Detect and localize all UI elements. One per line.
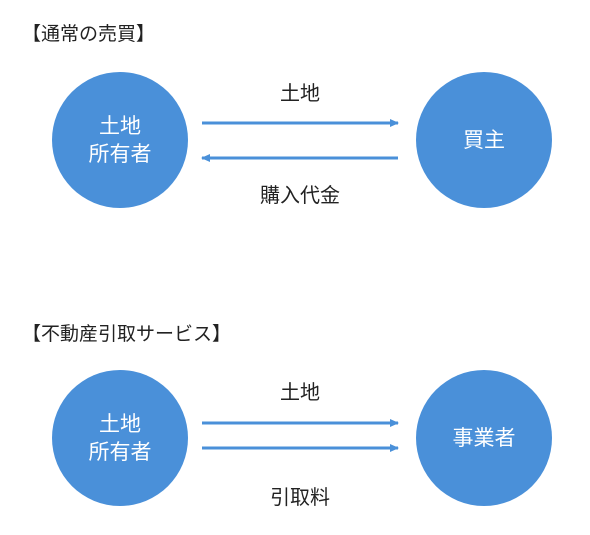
normal-sale-owner-node: 土地 所有者 xyxy=(52,72,188,208)
owner-label-line1: 土地 xyxy=(99,114,141,138)
operator-label: 事業者 xyxy=(452,426,516,450)
owner-label-line1: 土地 xyxy=(99,412,141,436)
normal-sale-land-label: 土地 xyxy=(280,81,320,105)
pickup-service-land-label: 土地 xyxy=(280,380,320,404)
buyer-node: 買主 xyxy=(416,72,552,208)
pickup-fee-label: 引取料 xyxy=(270,485,330,509)
pickup-service-title: 【不動産引取サービス】 xyxy=(22,323,232,345)
buyer-label: 買主 xyxy=(463,128,505,152)
normal-sale-title: 【通常の売買】 xyxy=(22,23,156,45)
pickup-service-owner-node: 土地 所有者 xyxy=(52,370,188,506)
owner-label-line2: 所有者 xyxy=(88,142,152,166)
operator-node: 事業者 xyxy=(416,370,552,506)
purchase-price-label: 購入代金 xyxy=(260,183,340,207)
owner-label-line2: 所有者 xyxy=(88,440,152,464)
